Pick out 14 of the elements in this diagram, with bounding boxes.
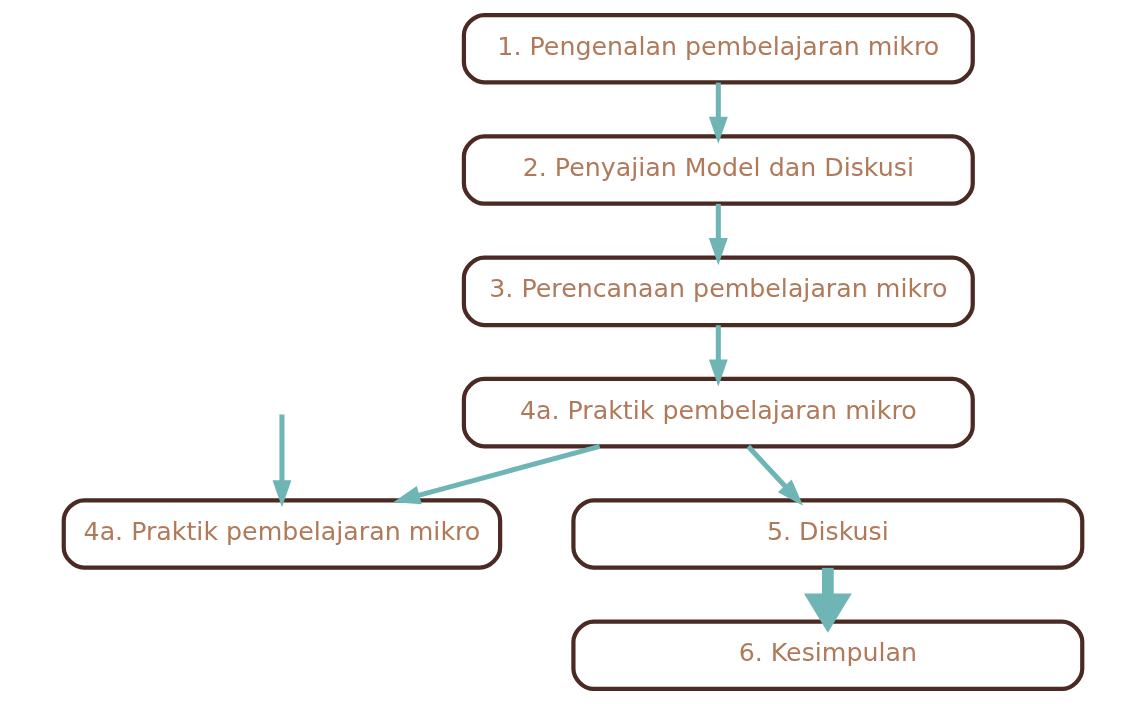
node-box: 3. Perencanaan pembelajaran mikro xyxy=(461,255,975,328)
node-box: 5. Diskusi xyxy=(570,498,1084,570)
arrow xyxy=(708,203,728,266)
node-box: 1. Pengenalan pembelajaran mikro xyxy=(461,12,975,85)
arrow xyxy=(708,325,728,387)
node-box: 4a. Praktik pembelajaran mikro xyxy=(461,376,975,449)
node-box: 6. Kesimpulan xyxy=(570,619,1084,692)
node-box: 4a. Praktik pembelajaran mikro xyxy=(61,498,502,570)
arrow xyxy=(708,82,728,144)
arrow xyxy=(272,414,291,508)
arrow xyxy=(392,444,600,505)
node-box: 2. Penyajian Model dan Diskusi xyxy=(461,134,975,206)
arrow xyxy=(745,444,803,506)
arrow xyxy=(803,567,852,633)
